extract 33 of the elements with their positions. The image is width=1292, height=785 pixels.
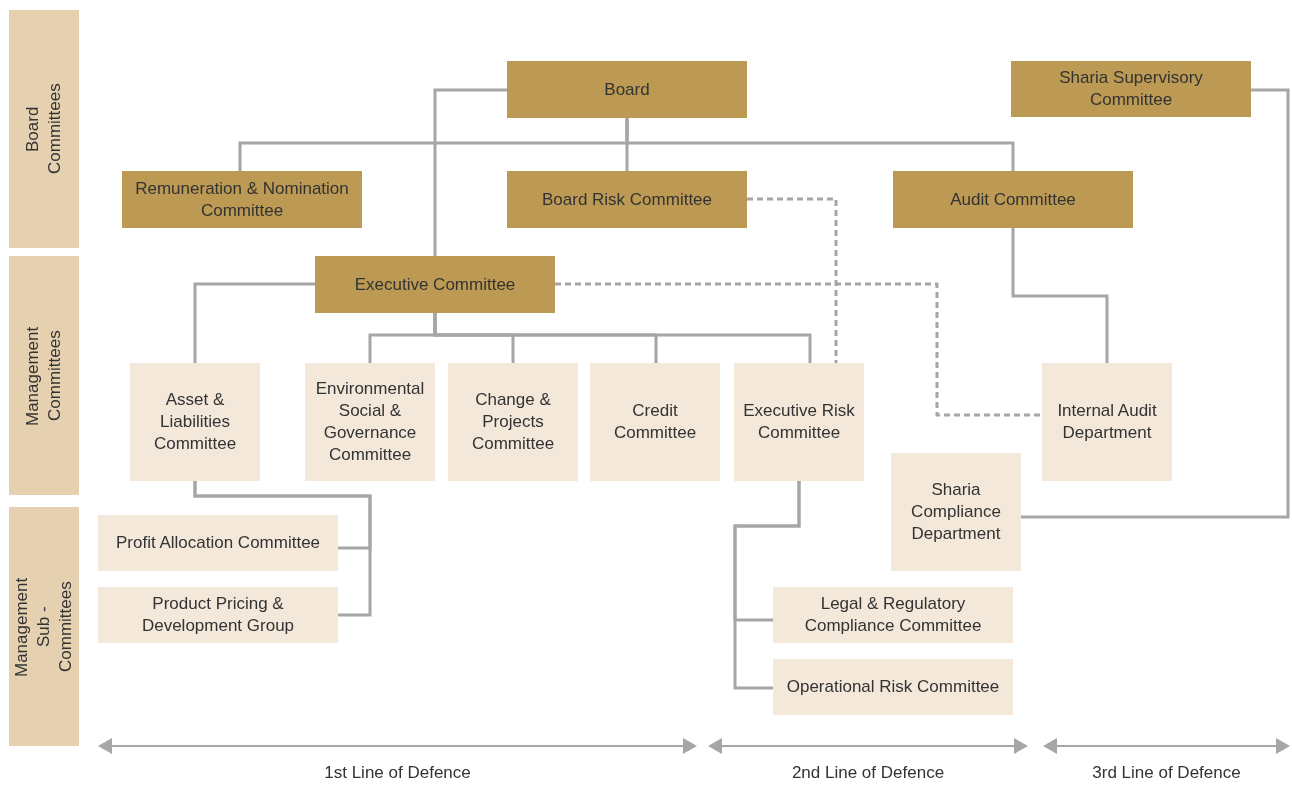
committee-box: Audit Committee [893,171,1133,228]
committee-box: Executive Committee [315,256,555,313]
tier-band: Board Committees [9,10,79,248]
committee-box: Credit Committee [590,363,720,481]
defence-line-label: 1st Line of Defence [324,763,471,783]
defence-line-label: 3rd Line of Defence [1092,763,1241,783]
committee-box: Board [507,61,747,118]
connector-line [193,282,315,363]
connector-line [625,118,1015,171]
committee-box: Internal Audit Department [1042,363,1172,481]
connector-line [1021,88,1290,519]
committee-box: Sharia Supervisory Committee [1011,61,1251,117]
committee-box: Sharia Compliance Department [891,453,1021,571]
committee-box: Product Pricing & Development Group [98,587,338,643]
connector-line [433,88,507,256]
committee-box: Profit Allocation Committee [98,515,338,571]
connector-line [193,481,372,617]
committee-box: Environmental Social & Governance Committee [305,363,435,481]
connector-line [555,282,1042,417]
connector-line [733,481,801,690]
committee-box: Board Risk Committee [507,171,747,228]
committee-box: Remuneration & Nomination Committee [122,171,362,228]
committee-box: Asset & Liabilities Committee [130,363,260,481]
tier-band: Management Sub - Committees [9,507,79,746]
connector-line [433,313,812,363]
tier-band: Management Committees [9,256,79,495]
committee-box: Change & Projects Committee [448,363,578,481]
connector-line [1011,228,1109,363]
committee-box: Legal & Regulatory Compliance Committee [773,587,1013,643]
connector-line [747,197,838,363]
committee-box: Executive Risk Committee [734,363,864,481]
committee-box: Operational Risk Committee [773,659,1013,715]
defence-line-label: 2nd Line of Defence [791,763,945,783]
